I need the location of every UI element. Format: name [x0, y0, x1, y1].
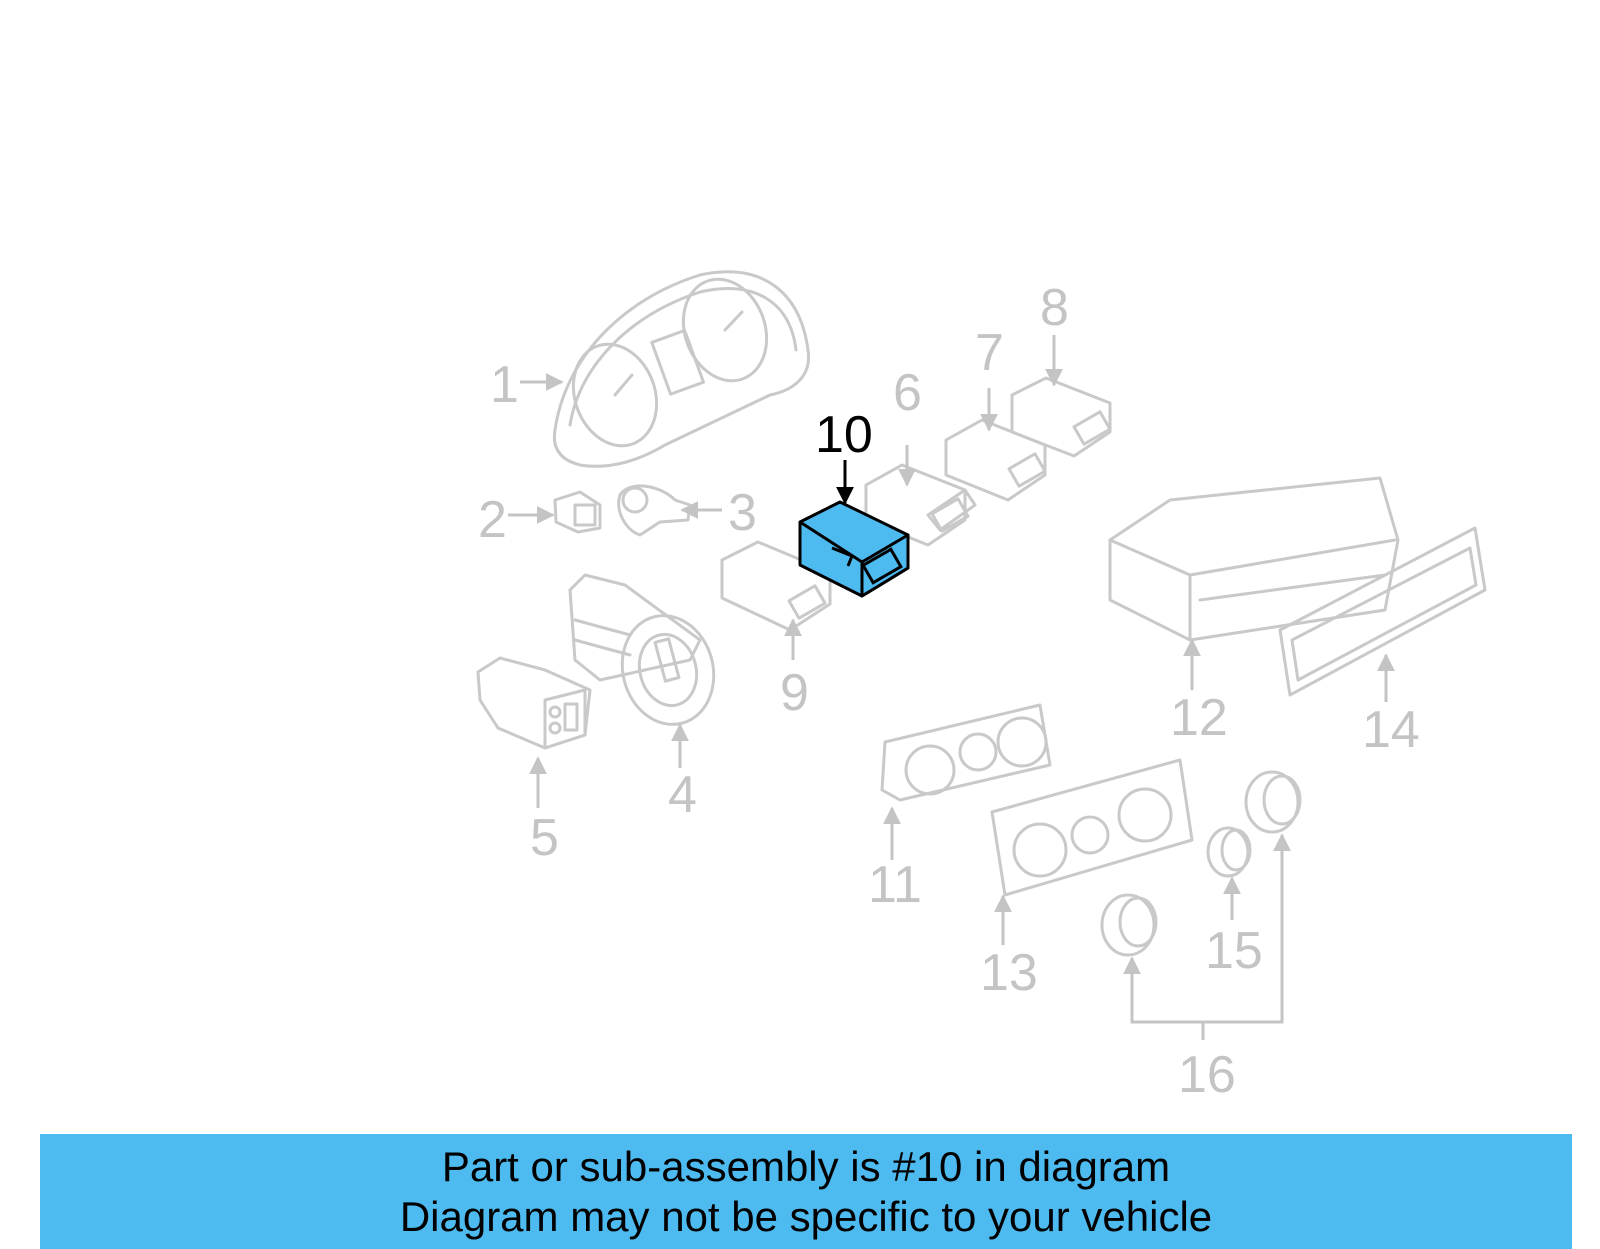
part-9-switch[interactable]: [720, 540, 832, 632]
info-banner: Part or sub-assembly is #10 in diagram D…: [40, 1134, 1572, 1249]
callout-15: 15: [1205, 922, 1263, 980]
callout-9: 9: [780, 664, 809, 722]
part-10-highlighted-switch[interactable]: [798, 500, 910, 598]
callout-3: 3: [728, 484, 757, 542]
callout-8: 8: [1040, 279, 1069, 337]
banner-line-2: Diagram may not be specific to your vehi…: [399, 1193, 1213, 1240]
part-2-switch[interactable]: [553, 490, 602, 534]
callout-5: 5: [530, 809, 559, 867]
callout-16: 16: [1178, 1046, 1236, 1104]
part-3-sensor[interactable]: [617, 484, 692, 537]
part-14-bezel[interactable]: [1278, 526, 1487, 697]
banner-line-1: Part or sub-assembly is #10 in diagram: [441, 1143, 1171, 1190]
callout-13: 13: [980, 944, 1038, 1002]
part-15-knob[interactable]: [1206, 826, 1252, 878]
part-4-headlight-switch[interactable]: [568, 573, 726, 735]
part-5-switch-module[interactable]: [476, 656, 592, 750]
callout-14: 14: [1362, 701, 1420, 759]
callout-7: 7: [975, 324, 1004, 382]
part-11-climate-panel[interactable]: [880, 703, 1052, 802]
callout-1: 1: [490, 356, 519, 414]
callout-labels: 1 2 3 4 5 6 7 8 9 10 11 12 13 14 15 16: [478, 279, 1420, 1104]
callout-2: 2: [478, 491, 507, 549]
part-13-trim-panel[interactable]: [990, 758, 1194, 897]
callout-10: 10: [815, 406, 873, 464]
callout-12: 12: [1170, 689, 1228, 747]
part-1-instrument-cluster[interactable]: [552, 267, 811, 468]
leader-lines: [508, 335, 1395, 1040]
part-12-control-unit[interactable]: [1108, 476, 1400, 642]
part-16-knobs[interactable]: [1100, 770, 1302, 957]
callout-6: 6: [893, 364, 922, 422]
callout-4: 4: [668, 766, 697, 824]
callout-11: 11: [868, 856, 922, 914]
part-8-switch[interactable]: [1010, 376, 1112, 458]
